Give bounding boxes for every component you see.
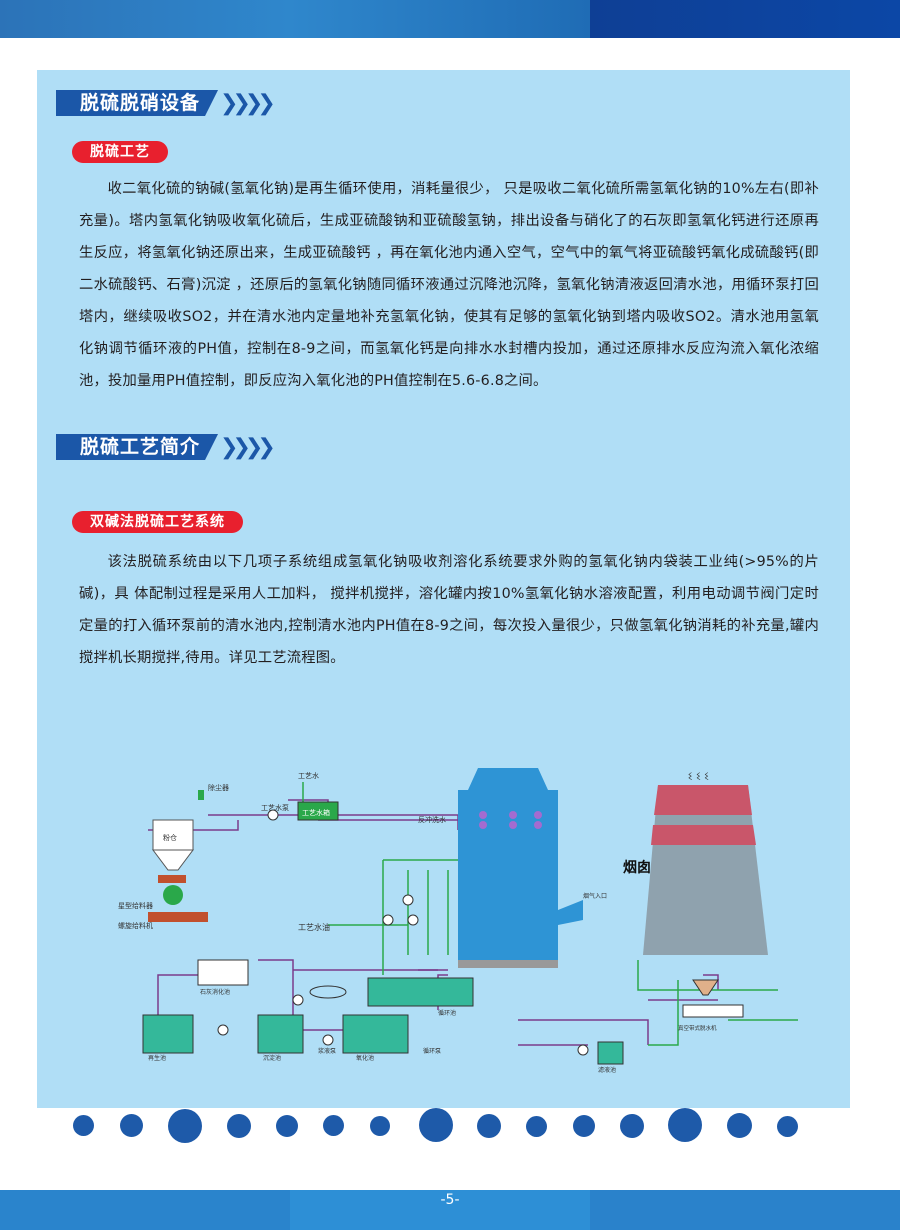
footer-bar	[0, 1190, 900, 1230]
chevrons-icon: ❯❯❯❯	[220, 90, 276, 116]
svg-text:沉淀池: 沉淀池	[263, 1054, 281, 1062]
svg-text:再生池: 再生池	[148, 1054, 166, 1062]
svg-text:粉仓: 粉仓	[163, 833, 177, 842]
svg-text:工艺水: 工艺水	[298, 771, 319, 780]
header-segment	[590, 0, 900, 38]
section-title: 脱硫工艺简介	[56, 434, 219, 460]
decorative-dot	[276, 1115, 298, 1137]
svg-text:ଽ ଽ ଽ: ଽ ଽ ଽ	[688, 769, 709, 783]
svg-text:烟气入口: 烟气入口	[583, 892, 607, 900]
decorative-dot	[370, 1116, 390, 1136]
decorative-dot	[777, 1116, 798, 1137]
process-flow-diagram: 粉仓 除尘器 石灰 星型给料器 螺旋给料机 工艺水 工艺水箱 工艺水泵 工艺水油…	[118, 768, 798, 1074]
svg-text:浆液泵: 浆液泵	[318, 1047, 336, 1055]
section-title: 脱硫脱硝设备	[56, 90, 219, 116]
svg-text:真空带式脱水机: 真空带式脱水机	[678, 1024, 717, 1032]
decorative-dot	[168, 1109, 202, 1143]
header-segment	[290, 0, 590, 38]
decorative-dot	[227, 1114, 251, 1138]
svg-text:工艺水箱: 工艺水箱	[302, 808, 330, 817]
decorative-dot	[73, 1115, 94, 1136]
svg-text:工艺水泵: 工艺水泵	[261, 803, 289, 812]
svg-text:星型给料器: 星型给料器	[118, 901, 153, 910]
decorative-dot	[573, 1115, 595, 1137]
top-header-bar	[0, 0, 900, 38]
decorative-dot	[620, 1114, 644, 1138]
decorative-dot	[727, 1113, 752, 1138]
page-number: -5-	[440, 1192, 460, 1208]
footer-segment	[590, 1190, 900, 1230]
svg-text:工艺水油: 工艺水油	[298, 922, 330, 932]
svg-text:螺旋给料机: 螺旋给料机	[118, 921, 153, 930]
subsection-pill: 双碱法脱硫工艺系统	[72, 511, 243, 533]
header-segment	[0, 0, 290, 38]
svg-text:反冲洗水: 反冲洗水	[418, 815, 446, 824]
svg-text:氧化池: 氧化池	[356, 1054, 374, 1062]
paragraph-process: 收二氧化硫的钠碱(氢氧化钠)是再生循环使用，消耗量很少， 只是吸收二氧化硫所需氢…	[79, 181, 819, 389]
chevrons-icon: ❯❯❯❯	[220, 434, 276, 460]
svg-text:石灰消化池: 石灰消化池	[200, 988, 230, 996]
svg-text:循环泵: 循环泵	[423, 1047, 441, 1055]
decorative-dot	[323, 1115, 344, 1136]
svg-text:除尘器: 除尘器	[208, 783, 229, 792]
decorative-dot	[419, 1108, 453, 1142]
footer-segment	[290, 1190, 590, 1230]
decorative-dot	[526, 1116, 547, 1137]
section-banner-desulfurization-equipment: 脱硫脱硝设备 ❯❯❯❯	[56, 90, 276, 116]
section-banner-process-intro: 脱硫工艺简介 ❯❯❯❯	[56, 434, 276, 460]
powder-bin: 粉仓 除尘器	[152, 783, 229, 871]
subsection-pill: 脱硫工艺	[72, 141, 168, 163]
decorative-dot	[120, 1114, 143, 1137]
paragraph-dual-alkali: 该法脱硫系统由以下几项子系统组成氢氧化钠吸收剂溶化系统要求外购的氢氧化钠内袋装工…	[79, 554, 819, 666]
svg-text:滤液池: 滤液池	[598, 1066, 616, 1074]
svg-text:循环池: 循环池	[438, 1009, 456, 1017]
decorative-dot	[477, 1114, 501, 1138]
footer-segment	[0, 1190, 290, 1230]
svg-text:烟囱: 烟囱	[623, 859, 651, 876]
decorative-dot	[668, 1108, 702, 1142]
